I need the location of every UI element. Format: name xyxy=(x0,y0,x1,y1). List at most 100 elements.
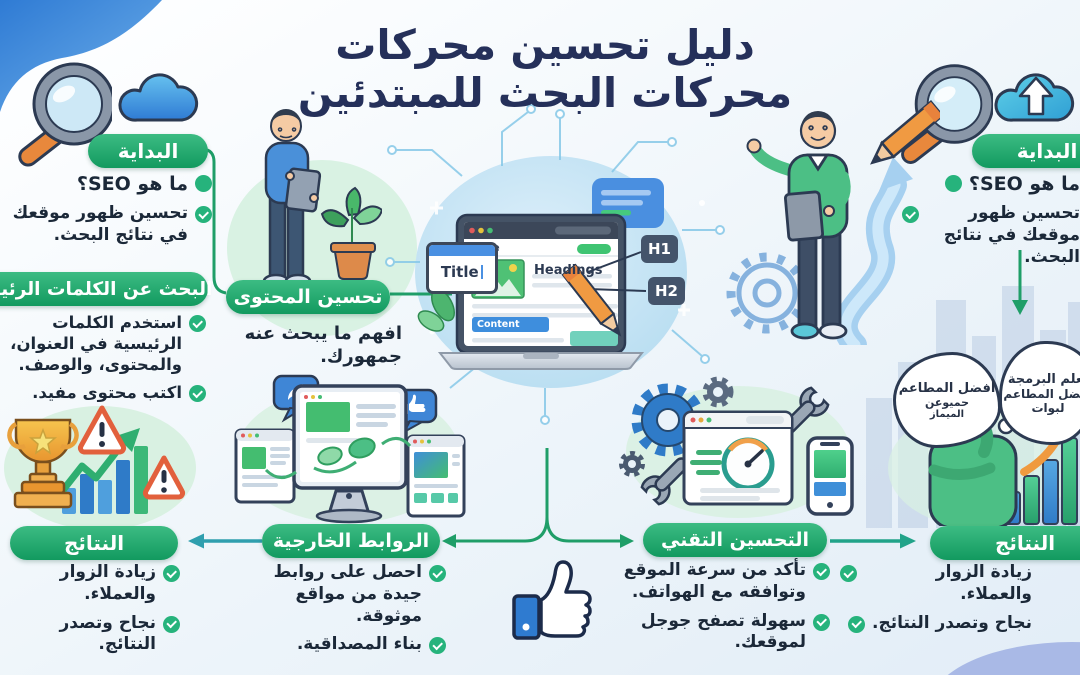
thought-bubble-left: أفضل المطاعم حميوعن الميماز xyxy=(893,352,1001,448)
check-icon xyxy=(195,206,212,224)
magnifier-icon xyxy=(18,62,112,167)
floating-window-titlebar xyxy=(429,245,495,256)
check-icon xyxy=(813,563,830,580)
list-item: نجاح وتصدر النتائج. xyxy=(0,613,180,657)
list-item: زيادة الزوار والعملاء. xyxy=(840,562,1032,606)
h1-tag-chip: H1 xyxy=(641,235,678,263)
mobile-phone-icon xyxy=(806,436,854,516)
gear-icon xyxy=(702,376,734,408)
badge-results-left: النتائج xyxy=(10,526,178,560)
list-item: زيادة الزوار والعملاء. xyxy=(0,562,180,606)
heading-leader-lines xyxy=(587,251,647,292)
corner-blob xyxy=(947,642,1080,675)
content-note: افهم ما يبحث عنه جمهورك. xyxy=(244,323,402,368)
check-icon xyxy=(813,613,830,631)
link-curve xyxy=(264,468,297,479)
list-item: تحسين ظهور موقعك في نتائج البحث. xyxy=(902,203,1080,268)
list-item: استخدم الكلمات الرئيسية في العنوان، والم… xyxy=(0,312,206,375)
side-window-right xyxy=(406,434,466,518)
pencil-icon xyxy=(561,263,622,337)
warning-triangle-icon xyxy=(142,455,186,500)
start-answer: تحسين ظهور موقعك في نتائج البحث. xyxy=(943,203,1080,267)
gear-outline-icon xyxy=(726,252,808,334)
thought-text: لبوات xyxy=(1031,400,1065,415)
results-item: زيادة الزوار والعملاء. xyxy=(935,562,1032,604)
gear-icon xyxy=(619,451,645,477)
leaf-icon xyxy=(417,288,456,332)
link-curve xyxy=(381,437,412,448)
speed-browser xyxy=(682,410,794,506)
thought-text: أفضل المطاعم xyxy=(898,380,996,396)
start-answer: تحسين ظهور موقعك في نتائج البحث. xyxy=(12,203,188,246)
check-icon xyxy=(189,385,206,403)
start-right-list: ما هو SEO؟ تحسين ظهور موقعك في نتائج الب… xyxy=(902,172,1080,276)
check-icon xyxy=(189,315,206,332)
thought-text: تعلم البرمجة xyxy=(1007,371,1080,387)
check-icon xyxy=(902,206,919,224)
h2-tag-chip: H2 xyxy=(648,277,685,305)
check-icon xyxy=(848,615,866,633)
winding-road xyxy=(833,157,913,345)
presenter-illustration xyxy=(726,100,940,345)
results-item: زيادة الزوار والعملاء. xyxy=(59,562,156,604)
cloud-icon xyxy=(118,73,199,122)
links-list: احصل على روابط جيدة من مواقع موثوقة. بنا… xyxy=(238,562,446,663)
bar-chart xyxy=(62,446,148,514)
thumbs-up-icon xyxy=(512,560,592,640)
plant-illustration xyxy=(320,186,382,280)
check-icon xyxy=(840,565,857,582)
badge-keywords: البحث عن الكلمات الرئيسية xyxy=(0,272,212,306)
technical-list: تأكد من سرعة الموقع وتوافقه مع الهواتف. … xyxy=(622,560,830,661)
thought-text: أفضل المطاعم xyxy=(1003,386,1080,401)
text-cursor-icon xyxy=(480,265,484,279)
list-item: نجاح وتصدر النتائج. xyxy=(840,613,1032,635)
badge-technical: التحسين التقني xyxy=(643,523,827,557)
badge-start-left: البداية xyxy=(88,134,208,168)
list-item: ما هو SEO؟ xyxy=(6,172,212,196)
trophy-icon xyxy=(7,418,79,509)
backlinks-illustration xyxy=(234,374,466,524)
badge-results-right: النتائج xyxy=(930,526,1080,560)
growth-arrow xyxy=(56,428,140,498)
list-item: بناء المصداقية. xyxy=(238,634,446,656)
links-item: احصل على روابط جيدة من مواقع موثوقة. xyxy=(273,562,422,626)
list-item: تأكد من سرعة الموقع وتوافقه مع الهواتف. xyxy=(622,560,830,604)
thought-text: حميوعن xyxy=(924,395,970,409)
start-question: ما هو SEO؟ xyxy=(968,173,1080,195)
keywords-item: اكتب محتوى مفيد. xyxy=(32,383,182,403)
technical-item: سهولة تصفح جوجل لموقعك. xyxy=(640,610,806,653)
browser-green-button xyxy=(577,244,611,254)
results-item: نجاح وتصدر النتائج. xyxy=(872,612,1032,633)
pencil-icon xyxy=(870,100,940,165)
badge-content: تحسين المحتوى xyxy=(226,280,390,314)
list-item: تحسين ظهور موقعك في نتائج البحث. xyxy=(6,203,212,247)
main-monitor xyxy=(292,384,408,524)
start-left-list: ما هو SEO؟ تحسين ظهور موقعك في نتائج الب… xyxy=(6,172,212,254)
sparkles xyxy=(430,201,690,316)
links-item: بناء المصداقية. xyxy=(296,634,422,655)
list-item: سهولة تصفح جوجل لموقعك. xyxy=(622,611,830,655)
results-item: نجاح وتصدر النتائج. xyxy=(59,612,157,655)
check-icon xyxy=(429,637,446,655)
badge-start-right: البداية xyxy=(972,134,1080,168)
results-illustration xyxy=(7,405,186,514)
technical-illustration xyxy=(619,376,854,516)
title-line-1: دليل تحسين محركات xyxy=(335,21,755,69)
bullet-dot-icon xyxy=(944,175,962,192)
warning-triangle-icon xyxy=(77,405,127,455)
laptop-base xyxy=(437,352,645,370)
headings-label: Headings xyxy=(534,263,603,278)
wrench-icon xyxy=(640,457,689,506)
keywords-list: استخدم الكلمات الرئيسية في العنوان، والم… xyxy=(0,312,206,410)
bullet-dot-icon xyxy=(195,175,212,192)
laptop-browser-illustration xyxy=(417,178,664,370)
side-window-left xyxy=(234,428,296,504)
results-right-list: زيادة الزوار والعملاء. نجاح وتصدر النتائ… xyxy=(840,562,1032,641)
content-chip: Content xyxy=(472,317,549,332)
corner-wave xyxy=(0,0,162,112)
floating-title-window: Title xyxy=(426,242,498,294)
list-item: احصل على روابط جيدة من مواقع موثوقة. xyxy=(238,562,446,627)
floating-title-text: Title xyxy=(440,263,479,281)
